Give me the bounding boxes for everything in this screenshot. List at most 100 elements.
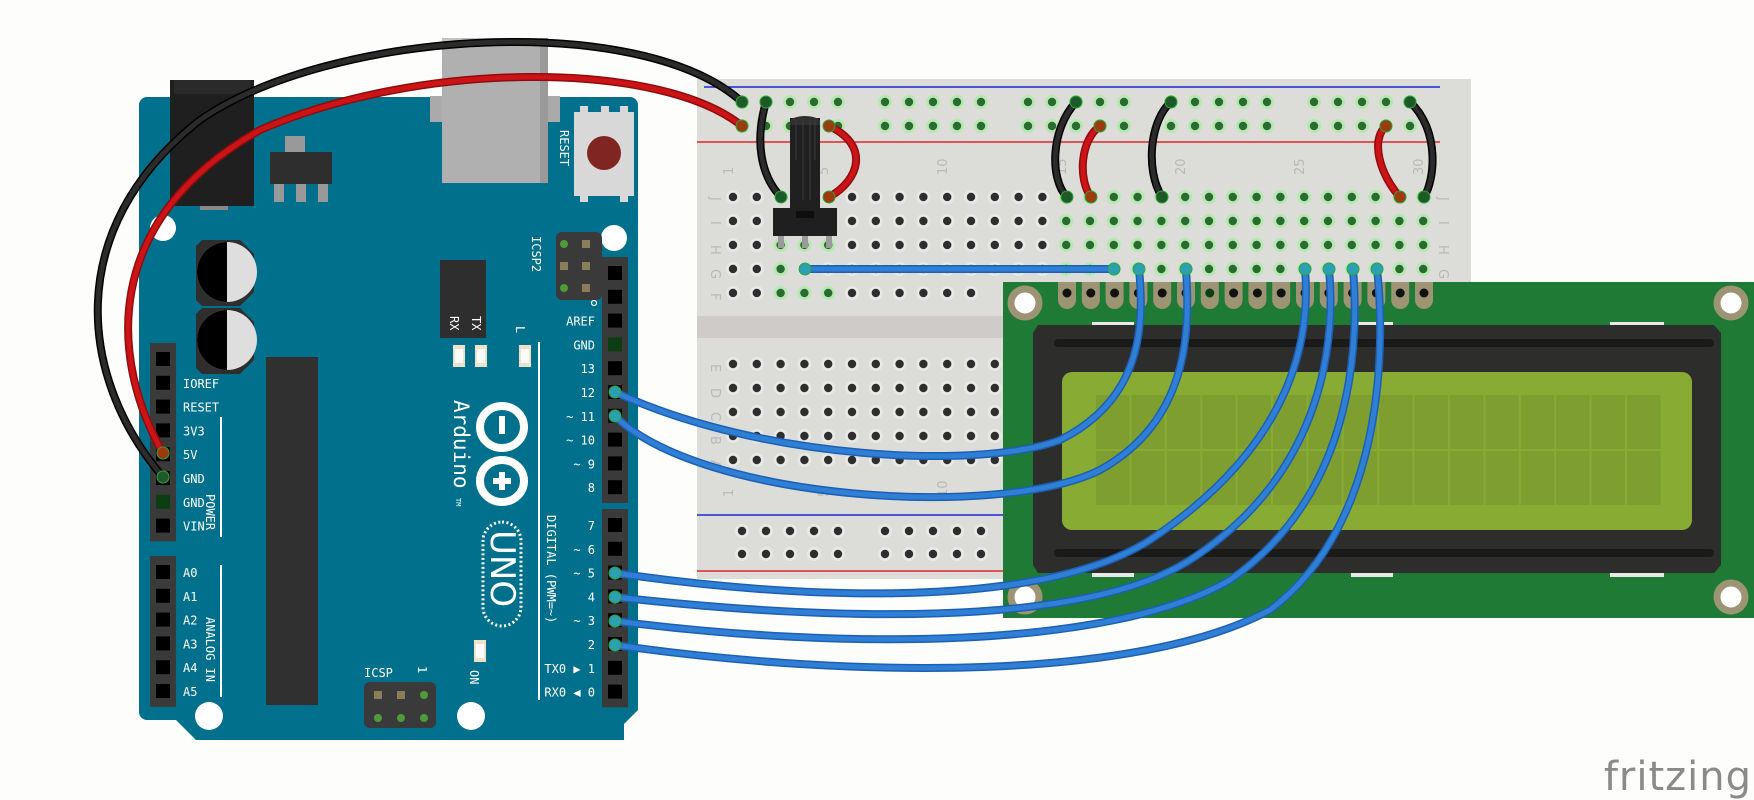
wire-end (156, 446, 170, 460)
header-pin[interactable] (156, 612, 170, 627)
wire-end (1346, 262, 1360, 276)
wire-end (1179, 262, 1193, 276)
header-pin[interactable] (156, 423, 170, 438)
header-pin[interactable] (608, 289, 622, 304)
wire-end (608, 409, 622, 423)
header-pin[interactable] (608, 518, 622, 532)
header-pin[interactable] (608, 432, 622, 447)
pot-pin (826, 236, 832, 248)
lcd-character-cell (1485, 395, 1519, 449)
pin-label: 2 (588, 638, 595, 652)
header-pin[interactable] (608, 266, 622, 280)
atmega-microcontroller (266, 357, 318, 705)
wire-end (1069, 95, 1083, 109)
pot-pin (802, 236, 808, 248)
wire-end (1403, 95, 1417, 109)
wire-end (1417, 190, 1431, 204)
led-tx (475, 345, 487, 367)
mounting-hole (195, 702, 223, 730)
rx-label: RX (447, 316, 461, 331)
arduino-pcb (139, 97, 638, 740)
wire-end (1370, 262, 1384, 276)
header-pin[interactable] (156, 518, 170, 533)
tx-label: TX (469, 316, 483, 331)
wire-end (735, 119, 749, 133)
icsp-pin1-label: 1 (415, 666, 429, 673)
header-pin[interactable] (608, 313, 622, 328)
lcd-16x2[interactable] (1003, 282, 1754, 618)
trademark-label: TM (454, 498, 462, 506)
usb-connector (430, 38, 560, 183)
lcd-character-cell (1379, 451, 1413, 505)
uno-label: UNO (482, 530, 522, 607)
pin-label: 13 (581, 362, 595, 376)
row-label: G (707, 269, 722, 279)
header-pin[interactable] (156, 375, 170, 390)
row-label: E (707, 364, 722, 372)
lcd-character-cell (1591, 395, 1625, 449)
header-pin[interactable] (156, 399, 170, 414)
wire-end (759, 95, 773, 109)
arduino-uno-board[interactable]: RESET RX TX L ON (139, 38, 638, 740)
wire-end (1084, 190, 1098, 204)
reset-button[interactable] (574, 106, 634, 202)
header-pin[interactable] (608, 684, 622, 699)
pin-label: GND (573, 338, 595, 352)
header-pin[interactable] (156, 494, 170, 509)
lcd-character-cell (1591, 451, 1625, 505)
header-pin[interactable] (156, 660, 170, 675)
header-pin[interactable] (608, 456, 622, 471)
column-label: 5 (817, 167, 832, 175)
pin-label: IOREF (183, 377, 219, 391)
lcd-character-cell (1450, 395, 1484, 449)
pin-label: 5V (183, 448, 197, 462)
pin-label: 12 (581, 386, 595, 400)
mounting-hole (457, 702, 485, 730)
led-on (474, 640, 486, 662)
wire-end (608, 638, 622, 652)
lcd-character-cell (1202, 395, 1236, 449)
icsp2-label: ICSP2 (529, 236, 543, 272)
header-pin[interactable] (608, 660, 622, 675)
column-label: 30 (1412, 158, 1427, 175)
row-label: G (1435, 269, 1450, 279)
pin-label: A0 (183, 566, 197, 580)
lcd-character-cell (1450, 451, 1484, 505)
pin-label: A1 (183, 590, 197, 604)
wire-end (774, 190, 788, 204)
lcd-character-cell (1556, 395, 1590, 449)
wire-end (1164, 95, 1178, 109)
header-pin[interactable] (608, 337, 622, 352)
wire-end (156, 470, 170, 484)
wire-end (1060, 190, 1074, 204)
pin-label: GND (183, 472, 205, 486)
wire-end (1379, 119, 1393, 133)
lcd-character-cell (1131, 451, 1165, 505)
pin-label: 3V3 (183, 424, 205, 438)
row-label: F (707, 293, 722, 300)
header-pin[interactable] (156, 588, 170, 603)
header-pin[interactable] (156, 352, 170, 366)
row-label: B (707, 436, 722, 445)
led-l (519, 345, 531, 367)
header-pin[interactable] (608, 480, 622, 495)
lcd-character-cell (1556, 451, 1590, 505)
uno-badge (481, 520, 523, 628)
header-pin[interactable] (156, 636, 170, 651)
pin-label: TX0 ▶ 1 (544, 662, 595, 676)
pin-label: A5 (183, 685, 197, 699)
reset-button-cap[interactable] (587, 136, 621, 170)
potentiometer[interactable] (773, 116, 837, 248)
wire-end (1107, 262, 1121, 276)
voltage-regulator (270, 136, 332, 202)
pin-label: RX0 ◀ 0 (544, 686, 595, 700)
header-pin[interactable] (156, 565, 170, 579)
wire-end (735, 95, 749, 109)
arduino-logo-icon (476, 402, 528, 506)
capacitor (196, 240, 257, 306)
header-pin[interactable] (608, 361, 622, 376)
header-pin[interactable] (608, 541, 622, 556)
header-pin[interactable] (156, 684, 170, 698)
